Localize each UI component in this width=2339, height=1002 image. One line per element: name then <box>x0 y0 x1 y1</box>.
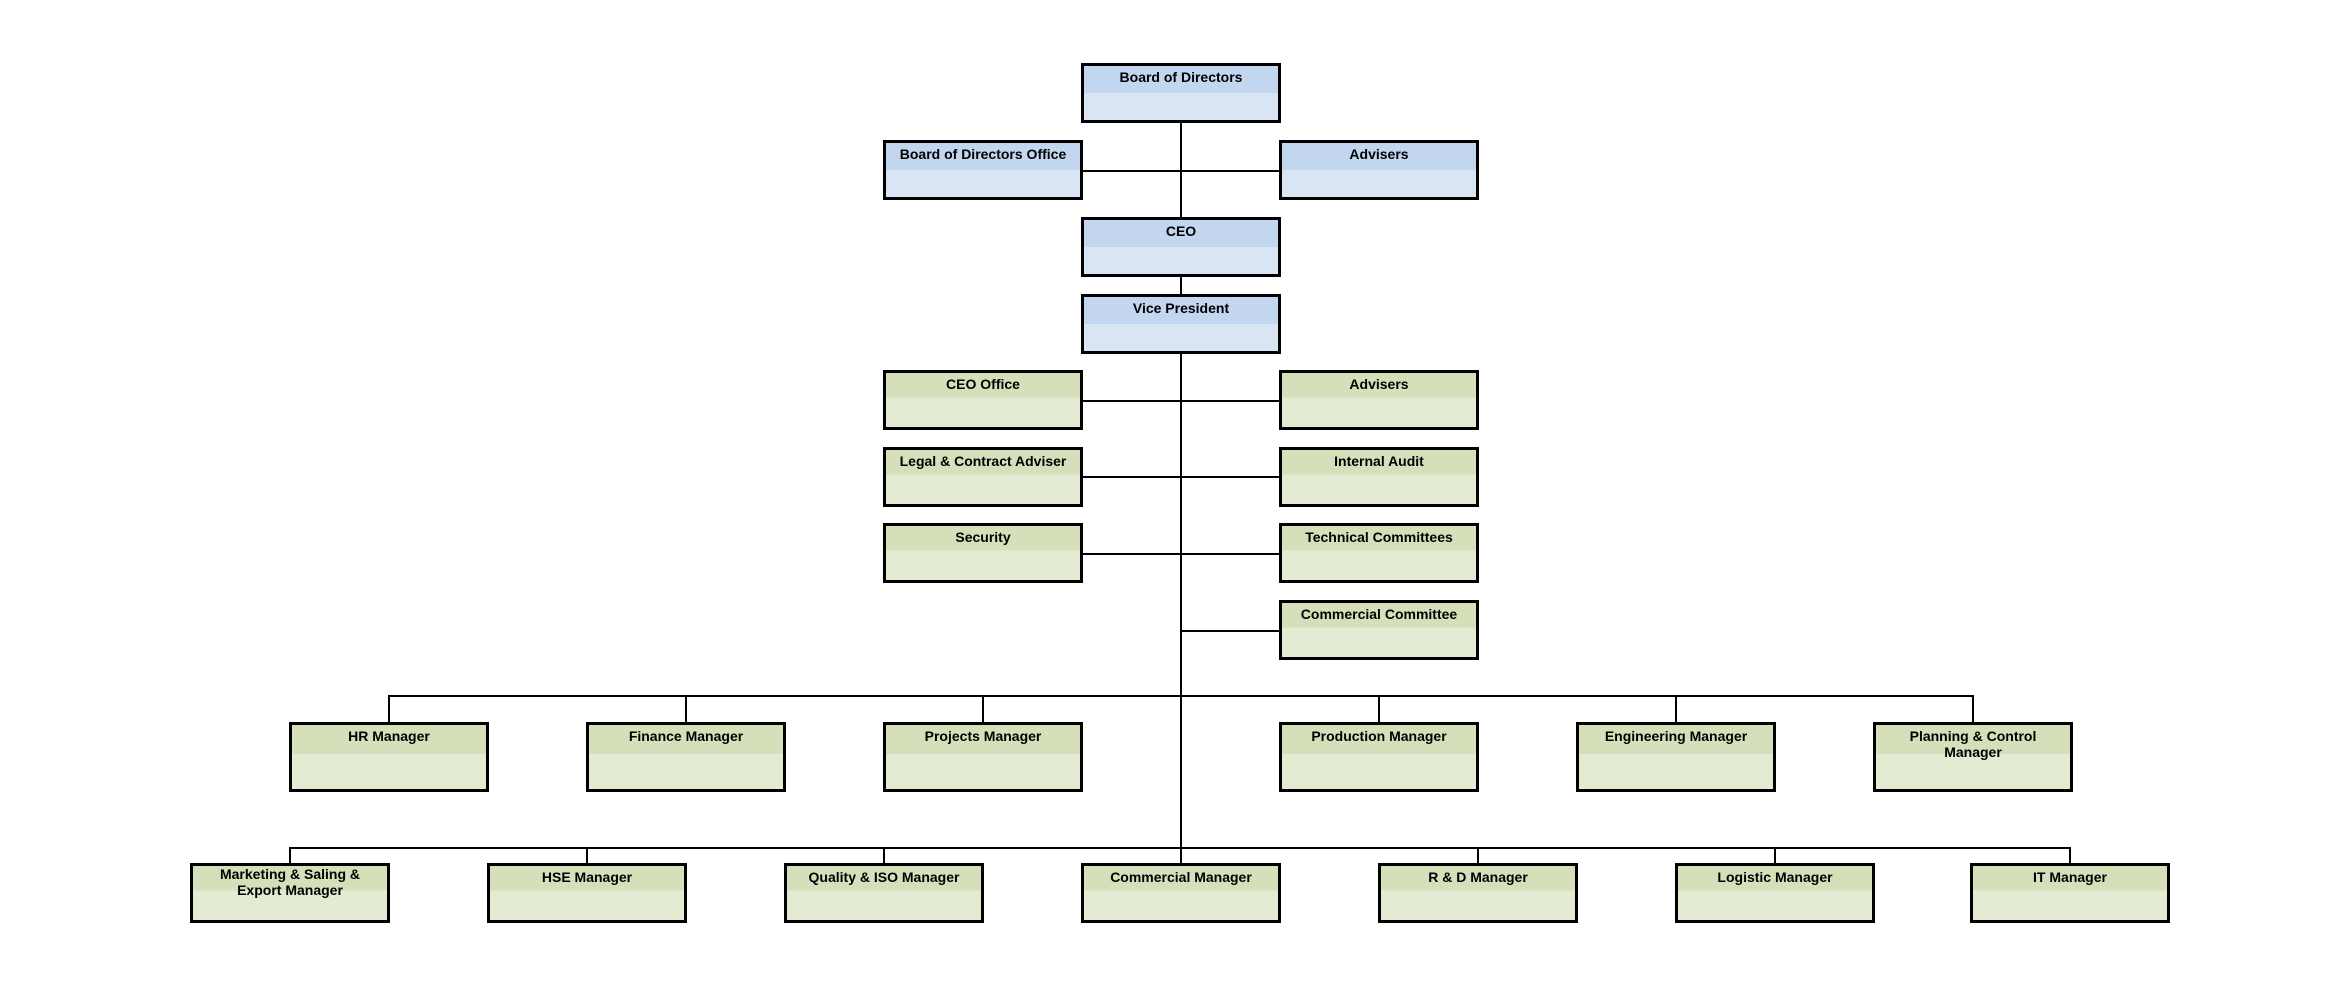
connector-row2-drop <box>1477 848 1479 865</box>
manager-label: Planning & Control Manager <box>1909 728 2037 760</box>
commercial-committee-box: Commercial Committee <box>1279 600 1479 660</box>
board-office-box: Board of Directors Office <box>883 140 1083 200</box>
manager-label: Production Manager <box>1311 728 1447 744</box>
board-of-directors-box: Board of Directors <box>1081 63 1281 123</box>
board-office-label: Board of Directors Office <box>899 146 1067 162</box>
manager-label: HSE Manager <box>541 869 633 885</box>
connector-main-trunk <box>1180 122 1182 868</box>
security-label: Security <box>955 529 1011 545</box>
manager-label: Logistic Manager <box>1717 869 1833 885</box>
internal-audit-label: Internal Audit <box>1334 453 1424 469</box>
legal-adviser-label: Legal & Contract Adviser <box>899 453 1067 469</box>
manager-box: Planning & Control Manager <box>1873 722 2073 792</box>
manager-label: Finance Manager <box>628 728 744 744</box>
manager-box: Finance Manager <box>586 722 786 792</box>
connector-row1-drop <box>1378 696 1380 724</box>
vp-advisers-box: Advisers <box>1279 370 1479 430</box>
connector-ceo-office <box>1083 400 1280 402</box>
manager-label: Marketing & Saling & Export Manager <box>219 866 361 898</box>
connector-row1-drop <box>1972 696 1974 724</box>
vp-advisers-label: Advisers <box>1349 376 1409 392</box>
commercial-committee-label: Commercial Committee <box>1300 606 1458 622</box>
manager-box: Production Manager <box>1279 722 1479 792</box>
manager-label: IT Manager <box>2033 869 2107 885</box>
vice-president-box: Vice President <box>1081 294 1281 354</box>
technical-committees-label: Technical Committees <box>1305 529 1453 545</box>
connector-row2-drop <box>1180 848 1182 865</box>
ceo-label: CEO <box>1165 223 1197 239</box>
manager-label: R & D Manager <box>1428 869 1528 885</box>
manager-label: Commercial Manager <box>1110 869 1252 885</box>
connector-row1-bus <box>388 695 1974 697</box>
connector-row1-drop <box>685 696 687 724</box>
connector-board-staff <box>1083 170 1280 172</box>
connector-legal-audit <box>1083 476 1280 478</box>
manager-box: Commercial Manager <box>1081 863 1281 923</box>
manager-box: Engineering Manager <box>1576 722 1776 792</box>
manager-label: Quality & ISO Manager <box>808 869 960 885</box>
manager-label: HR Manager <box>348 728 430 744</box>
vice-president-label: Vice President <box>1132 300 1230 316</box>
manager-box: IT Manager <box>1970 863 2170 923</box>
connector-row2-drop <box>289 848 291 865</box>
connector-row2-drop <box>586 848 588 865</box>
manager-box: Quality & ISO Manager <box>784 863 984 923</box>
connector-row2-drop <box>883 848 885 865</box>
connector-row1-drop <box>1675 696 1677 724</box>
ceo-office-box: CEO Office <box>883 370 1083 430</box>
connector-row2-drop <box>2069 848 2071 865</box>
manager-box: Logistic Manager <box>1675 863 1875 923</box>
board-advisers-label: Advisers <box>1349 146 1409 162</box>
manager-box: Projects Manager <box>883 722 1083 792</box>
manager-box: Marketing & Saling & Export Manager <box>190 863 390 923</box>
internal-audit-box: Internal Audit <box>1279 447 1479 507</box>
board-advisers-box: Advisers <box>1279 140 1479 200</box>
manager-box: HSE Manager <box>487 863 687 923</box>
connector-row1-drop <box>982 696 984 724</box>
ceo-box: CEO <box>1081 217 1281 277</box>
ceo-office-label: CEO Office <box>946 376 1020 392</box>
connector-commercial-committee <box>1181 630 1280 632</box>
board-of-directors-label: Board of Directors <box>1119 69 1243 85</box>
manager-label: Engineering Manager <box>1604 728 1748 744</box>
manager-box: R & D Manager <box>1378 863 1578 923</box>
legal-adviser-box: Legal & Contract Adviser <box>883 447 1083 507</box>
technical-committees-box: Technical Committees <box>1279 523 1479 583</box>
manager-label: Projects Manager <box>924 728 1042 744</box>
security-box: Security <box>883 523 1083 583</box>
connector-security-committees <box>1083 553 1280 555</box>
manager-box: HR Manager <box>289 722 489 792</box>
connector-row1-drop <box>388 696 390 724</box>
connector-row2-drop <box>1774 848 1776 865</box>
